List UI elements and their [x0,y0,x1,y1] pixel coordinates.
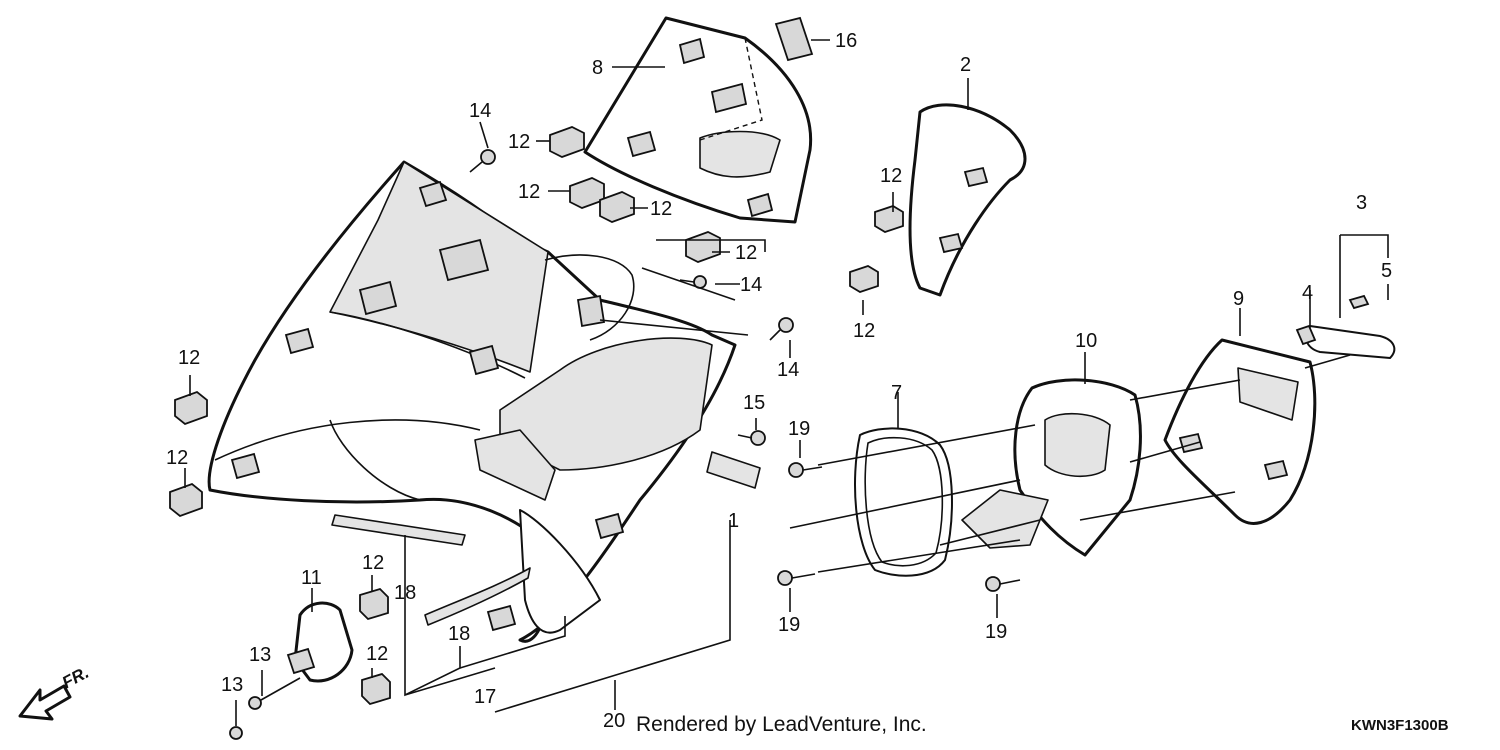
callout-12: 12 [518,181,541,203]
callout-14: 14 [469,100,492,122]
callout-12: 12 [508,131,531,153]
watermark-text: Rendered by LeadVenture, Inc. [636,713,927,736]
front-direction-arrow [18,684,72,721]
callout-9: 9 [1233,288,1245,310]
part-9-outer-cover [1163,338,1317,525]
inner-cover-main [207,160,737,643]
part-16-cap [774,16,814,62]
callout-12: 12 [166,447,189,469]
callout-18: 18 [394,582,417,604]
callout-5: 5 [1381,260,1393,282]
callout-12: 12 [178,347,201,369]
callout-7: 7 [891,382,903,404]
callout-19: 19 [985,621,1008,643]
callout-12: 12 [362,552,385,574]
callout-16: 16 [835,30,858,52]
part-8-upper-panel [583,16,813,224]
part-10-housing [961,378,1142,557]
callout-2: 2 [960,54,972,76]
leader-lines [184,39,1389,726]
part-3-lock-assembly [1295,294,1396,359]
callout-17: 17 [474,686,497,708]
callout-11: 11 [301,567,322,589]
part-11-bracket [286,601,354,683]
callout-12: 12 [853,320,876,342]
callout-1: 1 [728,510,740,532]
callout-13: 13 [221,674,244,696]
callout-4: 4 [1302,282,1314,304]
callout-19: 19 [788,418,811,440]
callout-12: 12 [880,165,903,187]
part-1-seal [706,451,761,489]
part-12-clips [169,126,904,706]
part-18-strips [331,514,531,626]
callout-3: 3 [1356,192,1368,214]
callout-19: 19 [778,614,801,636]
callout-10: 10 [1075,330,1098,352]
callout-14: 14 [777,359,800,381]
callout-12: 12 [366,643,389,665]
callout-18: 18 [448,623,471,645]
part-2-side-trim [908,103,1027,297]
drawing-code: KWN3F1300B [1351,717,1449,734]
screws [229,149,1021,740]
callout-15: 15 [743,392,766,414]
callout-20: 20 [603,710,626,732]
callout-13: 13 [249,644,272,666]
callout-8: 8 [592,57,604,79]
callout-14: 14 [740,274,763,296]
callout-12: 12 [650,198,673,220]
callout-12: 12 [735,242,758,264]
